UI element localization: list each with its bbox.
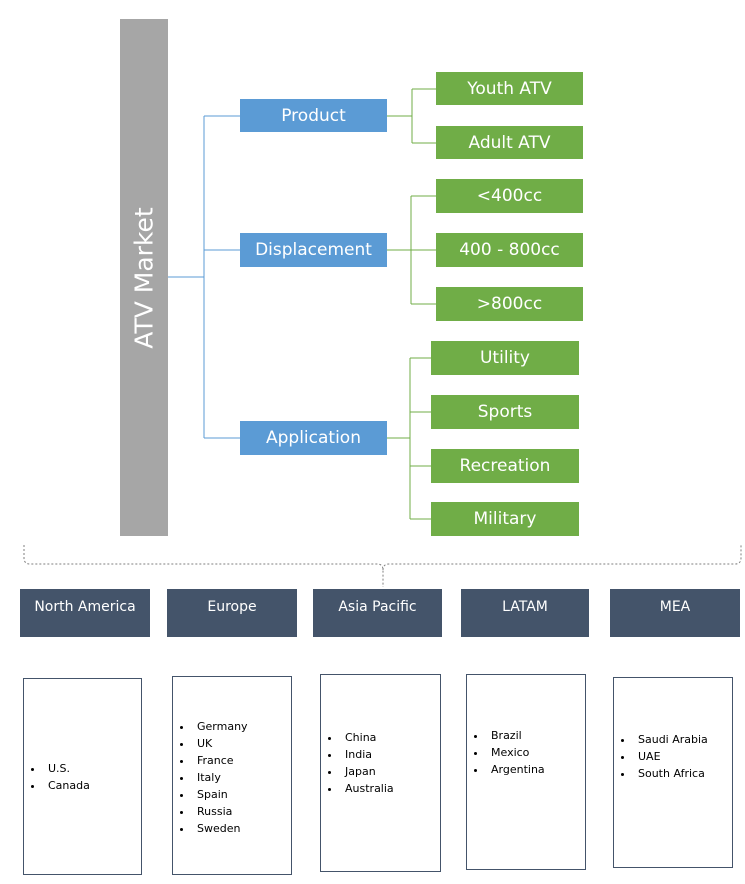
country-item: Italy	[193, 769, 248, 786]
leaf-recreation: Recreation	[431, 449, 579, 483]
leaf-military: Military	[431, 502, 579, 536]
leaf-youth-atv: Youth ATV	[436, 72, 583, 105]
leaf-under-400cc: <400cc	[436, 179, 583, 213]
country-list: Germany UK France Italy Spain Russia Swe…	[173, 718, 248, 837]
country-list: U.S. Canada	[24, 760, 90, 794]
leaf-400-800cc: 400 - 800cc	[436, 233, 583, 267]
country-item: China	[341, 729, 394, 746]
country-item: Saudi Arabia	[634, 731, 708, 748]
country-item: Sweden	[193, 820, 248, 837]
country-item: South Africa	[634, 765, 708, 782]
country-item: Canada	[44, 777, 90, 794]
country-list: Brazil Mexico Argentina	[467, 727, 545, 778]
country-list: China India Japan Australia	[321, 729, 394, 797]
country-item: UK	[193, 735, 248, 752]
region-asia-pacific: Asia Pacific	[313, 589, 442, 637]
country-item: Germany	[193, 718, 248, 735]
countries-latam: Brazil Mexico Argentina	[466, 674, 586, 870]
root-connectors	[168, 115, 240, 439]
countries-asia-pacific: China India Japan Australia	[320, 674, 441, 872]
leaf-adult-atv: Adult ATV	[436, 126, 583, 159]
country-item: Russia	[193, 803, 248, 820]
root-label: ATV Market	[129, 206, 159, 349]
country-item: UAE	[634, 748, 708, 765]
region-mea: MEA	[610, 589, 740, 637]
leaf-utility: Utility	[431, 341, 579, 375]
segment-product: Product	[240, 99, 387, 132]
country-item: U.S.	[44, 760, 90, 777]
country-list: Saudi Arabia UAE South Africa	[614, 731, 708, 782]
country-item: Argentina	[487, 761, 545, 778]
region-latam: LATAM	[461, 589, 589, 637]
root-node: ATV Market	[120, 19, 168, 536]
countries-mea: Saudi Arabia UAE South Africa	[613, 677, 733, 868]
country-item: India	[341, 746, 394, 763]
country-item: Spain	[193, 786, 248, 803]
leaf-connectors	[387, 88, 436, 520]
segment-displacement: Displacement	[240, 233, 387, 267]
leaf-sports: Sports	[431, 395, 579, 429]
country-item: Australia	[341, 780, 394, 797]
country-item: France	[193, 752, 248, 769]
segment-application: Application	[240, 421, 387, 455]
country-item: Mexico	[487, 744, 545, 761]
country-item: Brazil	[487, 727, 545, 744]
region-bracket	[23, 545, 742, 587]
region-north-america: North America	[20, 589, 150, 637]
leaf-over-800cc: >800cc	[436, 287, 583, 321]
country-item: Japan	[341, 763, 394, 780]
region-europe: Europe	[167, 589, 297, 637]
countries-north-america: U.S. Canada	[23, 678, 142, 875]
countries-europe: Germany UK France Italy Spain Russia Swe…	[172, 676, 292, 875]
